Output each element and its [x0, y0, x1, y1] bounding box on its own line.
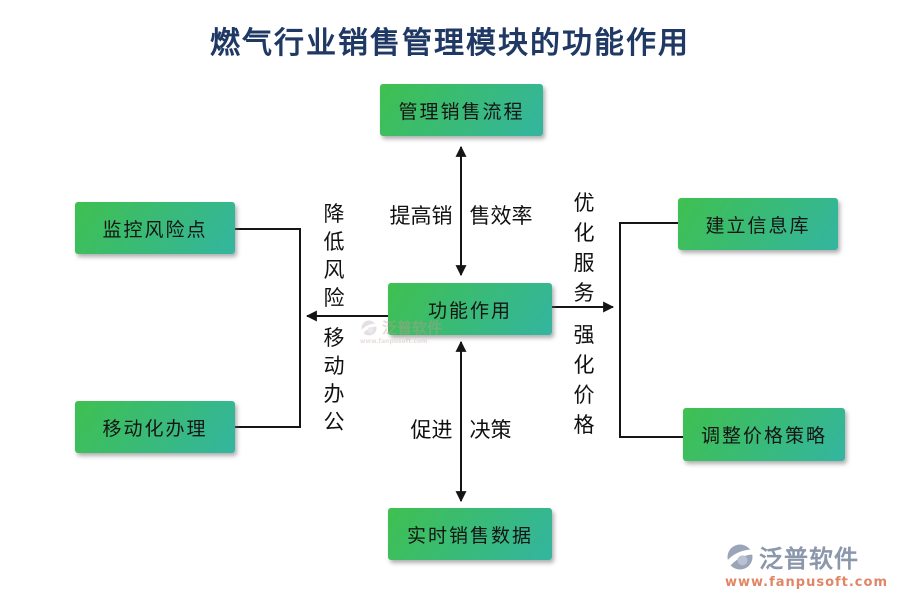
node-label: 监控风险点 — [102, 218, 208, 241]
node-label: 调整价格策略 — [700, 425, 827, 447]
edge-label-part: 提高销 — [389, 204, 453, 228]
node-label: 功能作用 — [427, 299, 512, 322]
connector-left-bracket — [234, 228, 301, 428]
watermark-url: www.fanpusoft.com — [360, 338, 428, 345]
node-mobile-processing: 移动化办理 — [75, 401, 235, 453]
node-monitor-risk-points: 监控风险点 — [75, 202, 235, 254]
edge-label-optimize-service: 优化服务 — [573, 191, 595, 305]
node-realtime-sales-data: 实时销售数据 — [388, 508, 552, 560]
node-label: 管理销售流程 — [398, 100, 525, 123]
fanpu-logo-icon — [727, 544, 754, 569]
edge-label-part: 促进 — [410, 418, 453, 442]
edge-label-part: 决策 — [469, 418, 512, 442]
edge-label-promote-decision: 促进 决策 — [351, 414, 571, 444]
node-label: 建立信息库 — [705, 214, 811, 237]
edge-label-strengthen-price: 强化价格 — [573, 323, 595, 437]
watermark-brand: 泛普软件 — [382, 319, 443, 337]
edge-label-part: 售效率 — [469, 204, 533, 228]
watermark-corner: 泛普软件 www.fanpusoft.com — [725, 539, 888, 590]
node-label: 实时销售数据 — [406, 524, 533, 547]
edge-label-reduce-risk: 降低风险 — [323, 202, 345, 310]
watermark-brand: 泛普软件 — [758, 545, 859, 573]
watermark-url: www.fanpusoft.com — [724, 575, 888, 590]
node-adjust-pricing-strategy: 调整价格策略 — [683, 408, 845, 461]
page-title: 燃气行业销售管理模块的功能作用 — [210, 26, 690, 61]
node-build-info-database: 建立信息库 — [678, 198, 838, 250]
edge-label-mobile-office: 移动办公 — [323, 326, 345, 434]
watermark-faint: 泛普软件 www.fanpusoft.com — [360, 317, 442, 345]
fanpu-logo-icon — [361, 320, 377, 335]
node-manage-sales-process: 管理销售流程 — [380, 84, 543, 136]
edge-label-improve-sales-efficiency: 提高销 售效率 — [351, 200, 571, 230]
connector-right-bracket — [619, 222, 683, 438]
node-function-role: 功能作用 — [388, 283, 552, 335]
node-label: 移动化办理 — [102, 417, 208, 440]
